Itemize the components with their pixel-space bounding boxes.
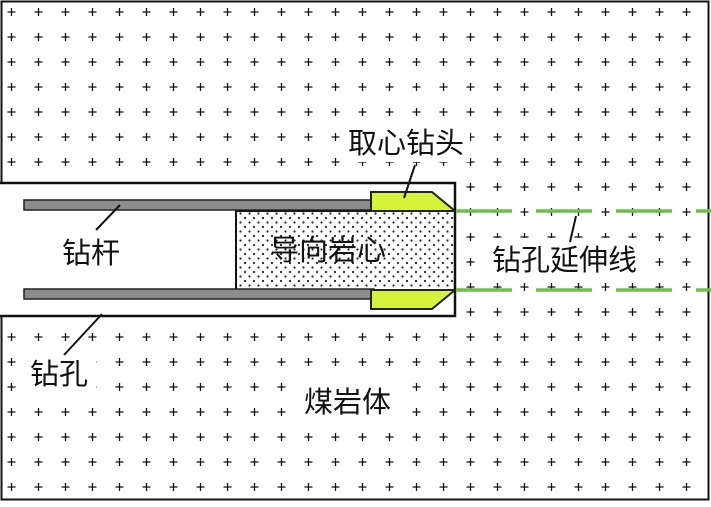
coring-bit-upper bbox=[370, 191, 458, 212]
borehole-leader bbox=[63, 313, 103, 356]
hole-extension-label: 钻孔延伸线 bbox=[492, 243, 637, 277]
coring-bit-label-bg bbox=[346, 122, 470, 162]
borehole-label-bg bbox=[28, 352, 96, 392]
drill-rod-lower bbox=[23, 288, 375, 300]
hole-extension-leader bbox=[569, 215, 577, 243]
borehole-label: 钻孔 bbox=[30, 357, 88, 391]
drill-rod-upper bbox=[23, 199, 375, 211]
coal-rock-label: 煤岩体 bbox=[304, 385, 391, 419]
guide-core-label: 导向岩心 bbox=[270, 233, 386, 267]
coring-bit-leader bbox=[403, 164, 416, 199]
coring-bit-lower bbox=[370, 289, 458, 310]
drill-rod-leader bbox=[95, 204, 121, 231]
hole-extension-label-bg bbox=[488, 238, 642, 280]
drill-rod-label: 钻杆 bbox=[62, 236, 120, 270]
coring-bit-label: 取心钻头 bbox=[348, 126, 464, 160]
coal-rock-label-bg bbox=[300, 380, 404, 422]
